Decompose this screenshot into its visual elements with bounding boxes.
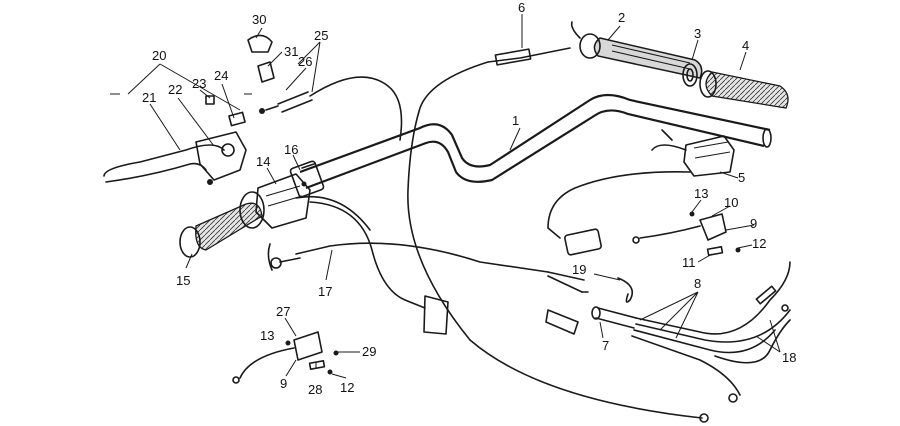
callout-16: 16: [284, 142, 298, 157]
callout-4: 4: [742, 38, 749, 53]
throttle-grip: [579, 33, 703, 79]
clutch-cable: [267, 242, 589, 293]
callout-14: 14: [256, 154, 270, 169]
left-switch-wiring: [295, 195, 449, 335]
callout-26: 26: [298, 54, 312, 69]
callout-12-left: 12: [340, 380, 354, 395]
throttle-cable: [407, 21, 709, 423]
choke-cable: [259, 76, 403, 141]
left-stop-switch: [232, 331, 339, 384]
callout-21: 21: [142, 90, 156, 105]
callout-10: 10: [724, 195, 738, 210]
callout-31: 31: [284, 44, 298, 59]
callout-8: 8: [694, 276, 701, 291]
callout-18: 18: [782, 350, 796, 365]
right-switch-assembly: [547, 129, 735, 256]
callout-1: 1: [512, 113, 519, 128]
cable-clip: [617, 277, 634, 303]
clutch-lever: [103, 95, 247, 185]
choke-cables: [631, 261, 791, 403]
callout-30: 30: [252, 12, 266, 27]
callout-17: 17: [318, 284, 332, 299]
left-switch-housing: [239, 173, 311, 229]
callout-5: 5: [738, 170, 745, 185]
right-grip: [699, 70, 789, 109]
leader-lines: [110, 14, 781, 379]
callout-11: 11: [682, 255, 696, 270]
callout-3: 3: [694, 26, 701, 41]
callout-13-left: 13: [260, 328, 274, 343]
callout-15: 15: [176, 273, 190, 288]
cable-adjuster: [545, 306, 637, 335]
callout-28: 28: [308, 382, 322, 397]
callout-24: 24: [214, 68, 228, 83]
callout-22: 22: [168, 82, 182, 97]
callout-7: 7: [602, 338, 609, 353]
callout-27: 27: [276, 304, 290, 319]
choke-cap: [247, 34, 275, 83]
callout-9-right: 9: [750, 216, 757, 231]
callout-20: 20: [152, 48, 166, 63]
right-stop-switch: [632, 211, 741, 256]
callout-29: 29: [362, 344, 376, 359]
callout-19: 19: [572, 262, 586, 277]
callout-23: 23: [192, 76, 206, 91]
handlebar: [299, 93, 772, 190]
callout-13-right: 13: [694, 186, 708, 201]
callout-25: 25: [314, 28, 328, 43]
left-grip: [179, 202, 263, 258]
callout-9-left: 9: [280, 376, 287, 391]
callout-12-right: 12: [752, 236, 766, 251]
callout-labels: 1 2 3 4 5 6 7 8 9 10 11 12 13 14 15 16 1…: [142, 0, 796, 397]
choke-lever: [289, 160, 325, 198]
clutch-cables: [714, 319, 791, 364]
grip-washer: [682, 63, 698, 87]
callout-6: 6: [518, 0, 525, 15]
callout-2: 2: [618, 10, 625, 25]
